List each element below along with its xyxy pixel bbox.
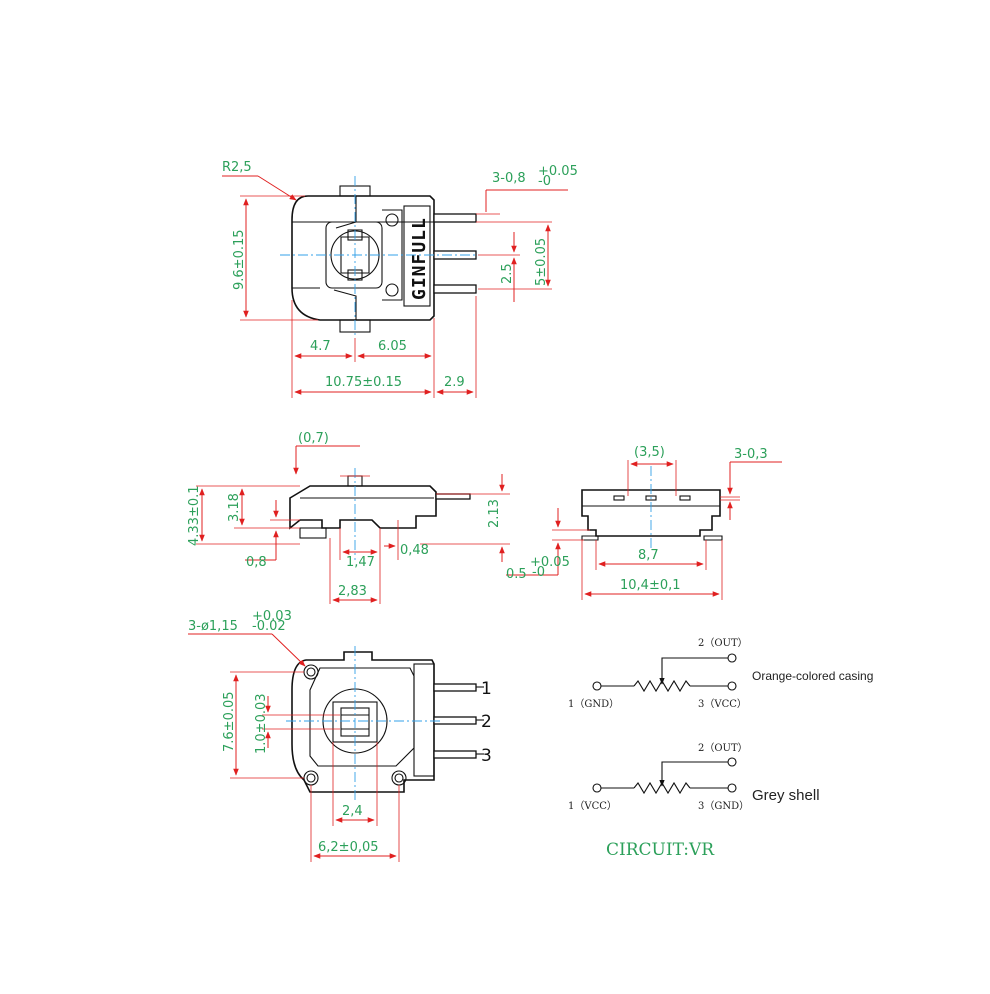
dim-0-48: 0,48 [400,543,429,558]
dim-4-33: 4.33±0.1 [187,485,202,546]
dim-2-83: 2,83 [338,584,367,599]
c1-note: Orange-colored casing [752,669,873,683]
dim-6-2: 6,2±0,05 [318,840,379,855]
c2-out-label: 2（OUT） [698,742,748,754]
dim-3-18: 3.18 [227,493,242,522]
dim-0-5: 0.5 [506,567,527,582]
dim-7-6: 7.6±0.05 [222,691,237,752]
circuit-grey: 2（OUT） 1（VCC） 3（GND） Grey shell [568,742,820,812]
brand-text: GINFULL [409,217,430,300]
dim-4-7: 4.7 [310,339,331,354]
dim-0-8: 0,8 [246,555,267,570]
dim-2-4: 2,4 [342,804,363,819]
dim-3-5: (3,5) [634,445,665,460]
circuit-title: CIRCUIT:VR [606,840,715,860]
dim-pins-0-8: 3-0,8 [492,171,526,186]
end-view: (3,5) 3-0,3 0.5 +0.05 -0 8,7 10,4±0,1 [506,445,782,600]
bottom-view: 1 2 3 3-ø1,15 +0.03 -0.02 7.6±0.05 1.0±0… [188,609,492,862]
dim-2-5: 2.5 [500,263,515,284]
side-view: (0,7) 4.33±0.1 3.18 0,8 2.13 1,47 0,48 [187,431,510,604]
dim-pins-tol-top: +0.05 [538,164,578,179]
dim-6-05: 6.05 [378,339,407,354]
dim-9-6: 9.6±0.15 [232,229,247,290]
dim-5: 5±0.05 [534,238,549,286]
dim-0-5-tol-top: +0.05 [530,555,570,570]
circuit-orange: 2（OUT） 1（GND） 3（VCC） Orange-colored casi… [568,637,873,710]
dim-0-5-tol-bot: -0 [532,565,545,580]
c1-left-label: 1（GND） [568,698,619,710]
dim-1-47: 1,47 [346,555,375,570]
top-view: GINFULL R2,5 9.6±0.15 3-0,8 +0.05 -0 2.5… [222,160,578,398]
dim-10-75: 10.75±0.15 [325,375,402,390]
pin-label-1: 1 [481,679,492,699]
dim-1-0: 1.0±0.03 [254,693,269,754]
dim-holes-tol-bot: -0.02 [252,619,286,634]
c2-right-label: 3（GND） [698,800,749,812]
dim-holes-tol-top: +0.03 [252,609,292,624]
dim-holes: 3-ø1,15 [188,619,238,634]
dim-pins-tol-bot: -0 [538,174,551,189]
dim-2-9: 2.9 [444,375,465,390]
dim-8-7: 8,7 [638,548,659,563]
dim-0-7: (0,7) [298,431,329,446]
c1-out-label: 2（OUT） [698,637,748,649]
c2-note: Grey shell [752,787,820,804]
pin-label-3: 3 [481,746,492,766]
pin-label-2: 2 [481,712,492,732]
dim-10-4: 10,4±0,1 [620,578,681,593]
c1-right-label: 3（VCC） [698,698,747,710]
dim-2-13: 2.13 [487,499,502,528]
dim-r2-5: R2,5 [222,160,252,175]
dim-3-0-3: 3-0,3 [734,447,768,462]
c2-left-label: 1（VCC） [568,800,617,812]
